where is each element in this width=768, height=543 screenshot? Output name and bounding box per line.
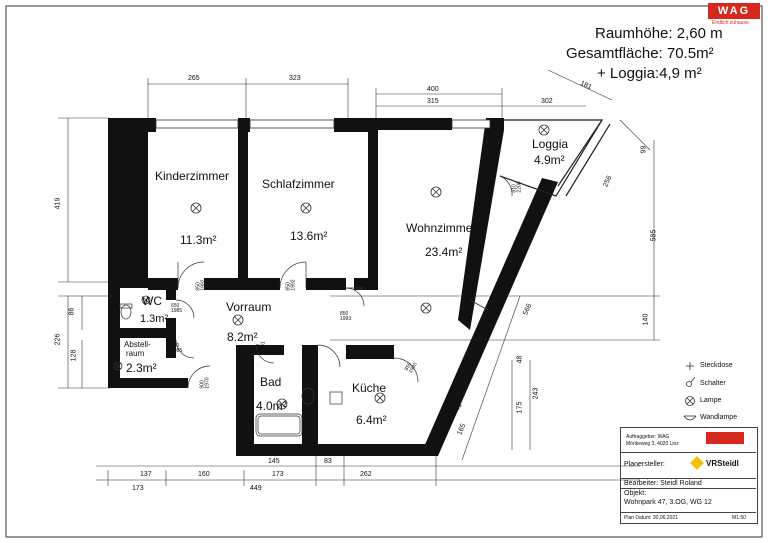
room-schlafzimmer-area: 13.6m² [290, 229, 328, 243]
loggia-total: + Loggia:4,9 m² [597, 65, 702, 82]
divider [620, 452, 756, 453]
total-area: Gesamtfläche: 70.5m² [566, 45, 714, 62]
dim-label: 173 [272, 471, 284, 478]
door-swings [175, 175, 513, 389]
title-block [620, 427, 758, 524]
room-abstellraum-name: Abstell- [124, 340, 151, 349]
room-bad-name: Bad [260, 375, 282, 389]
plan-date: Plan Datum: 30.06.2021 [624, 515, 678, 521]
lamp-icons [113, 124, 550, 410]
logo-tagline: Endlich zuhause. [712, 20, 751, 26]
dim-label: 400 [427, 86, 439, 93]
room-kueche-name: Küche [352, 381, 387, 395]
object-label: Objekt: [624, 490, 647, 497]
room-wohnzimmer-area: 23.4m² [425, 245, 463, 259]
room-kueche-area: 6.4m² [356, 413, 387, 427]
dim-label: 243 [532, 387, 540, 400]
editor: Bearbeiter: Steidl Roland [624, 480, 702, 487]
room-wc-area: 1.3m² [140, 313, 169, 325]
walls [108, 118, 558, 456]
dim-label: 265 [188, 75, 200, 82]
dim-label: 302 [541, 98, 553, 105]
dim-label: 160 [198, 471, 210, 478]
door-label: 810 2200 [511, 181, 523, 193]
room-loggia-name: Loggia [532, 137, 569, 151]
dim-label: 145 [268, 458, 280, 465]
room-wc-name: WC [142, 294, 162, 308]
dim-label: 83 [324, 458, 332, 465]
dim-label: 137 [140, 471, 152, 478]
legend-switch: Schalter [700, 380, 726, 387]
door-label: 900 1970 [199, 377, 211, 389]
dim-label: 323 [289, 75, 301, 82]
dim-label: 140 [642, 313, 650, 326]
wag-logo: WAG [708, 3, 760, 19]
divider [620, 512, 756, 513]
door-label: 650 1985 [171, 303, 183, 314]
dim-label: 419 [54, 197, 62, 210]
planner-company: VRSteidl [706, 459, 739, 468]
room-loggia-area: 4.9m² [534, 153, 565, 167]
dimension-lines [58, 69, 660, 486]
legend-symbols [683, 362, 697, 421]
dim-label: 99 [640, 145, 648, 154]
door-label: 850 1992 [285, 279, 297, 291]
windows [155, 119, 491, 311]
dim-label: 86 [68, 307, 76, 316]
dim-label: 48 [516, 355, 524, 364]
object-name: Wohnpark 47, 3.OG, WG 12 [624, 499, 712, 506]
room-bad-area: 4.0m² [256, 399, 287, 413]
dim-label: 128 [70, 349, 78, 362]
door-label: 850 1981 [255, 341, 267, 353]
room-vorraum-name: Vorraum [226, 300, 272, 314]
planner-label: Planersteller: [624, 461, 665, 468]
room-vorraum-area: 8.2m² [227, 330, 258, 344]
door-label: 850 1992 [195, 279, 207, 291]
dim-label: 315 [427, 98, 439, 105]
dim-label: 173 [132, 485, 144, 492]
room-kinderzimmer-name: Kinderzimmer [155, 169, 230, 183]
dim-label: 585 [650, 229, 658, 242]
door-label: 650 1985 [171, 343, 183, 354]
dim-label: 175 [516, 401, 524, 414]
dim-label: 262 [360, 471, 372, 478]
title-block-logo [706, 432, 744, 444]
plan-scale: M1:50 [732, 515, 746, 521]
loggia-outline [499, 119, 611, 197]
room-abstellraum-area: 2.3m² [126, 361, 157, 375]
room-abstellraum-name2: raum [126, 349, 145, 358]
room-schlafzimmer-name: Schlafzimmer [262, 177, 335, 191]
frame [5, 5, 763, 538]
dim-label: 449 [250, 485, 262, 492]
divider [620, 488, 756, 489]
legend-lamp: Lampe [700, 397, 722, 404]
client-label: Auftraggeber: WAG [626, 434, 670, 440]
client-address: Mörikeweg 3, 4020 Linz [626, 441, 679, 447]
divider [620, 478, 756, 479]
legend-wall-lamp: Wandlampe [700, 414, 738, 421]
legend-socket: Steckdose [700, 362, 733, 369]
door-label: 850 1993 [340, 311, 352, 322]
ceiling-height: Raumhöhe: 2,60 m [595, 25, 723, 42]
room-kinderzimmer-area: 11.3m² [180, 233, 217, 247]
room-wohnzimmer-name: Wohnzimmer [406, 221, 477, 235]
fixtures [119, 303, 343, 437]
dim-label: 226 [54, 333, 62, 346]
